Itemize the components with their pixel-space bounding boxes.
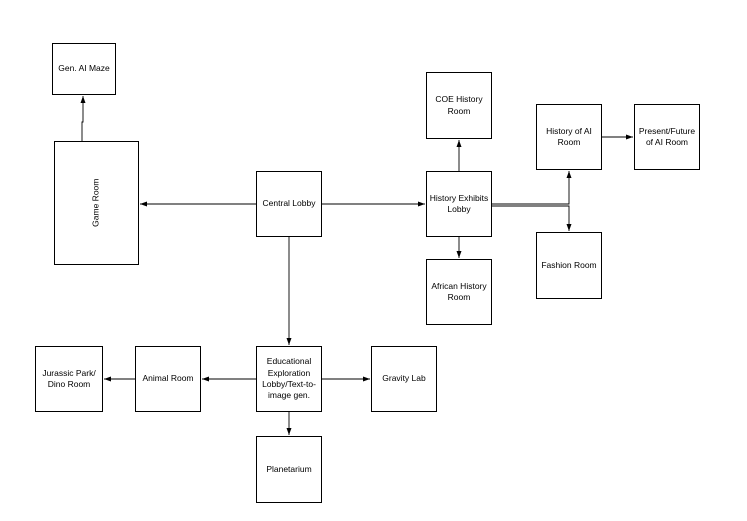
node-label: Jurassic Park/ Dino Room [42, 367, 96, 389]
edge-game-room-to-gen-ai-maze [80, 96, 86, 141]
node-label: COE History Room [435, 94, 483, 116]
edge-history-lobby-to-fashion-room [492, 205, 572, 231]
node-history-of-ai-room: History of AI Room [536, 104, 602, 170]
node-label: Central Lobby [262, 198, 316, 209]
node-gravity-lab: Gravity Lab [371, 346, 437, 412]
node-label: History of AI Room [546, 125, 592, 147]
node-game-room: Game Room [54, 141, 139, 265]
node-present-future-ai-room: Present/Future of AI Room [634, 104, 700, 170]
node-label: Game Room [90, 178, 101, 228]
node-central-lobby: Central Lobby [256, 171, 322, 237]
node-label: Planetarium [266, 463, 312, 474]
node-label: Gravity Lab [382, 373, 426, 384]
node-educational-exploration-lobby: Educational Exploration Lobby/Text-to- i… [256, 346, 322, 412]
node-coe-history-room: COE History Room [426, 72, 492, 139]
node-jurassic-park-dino-room: Jurassic Park/ Dino Room [35, 346, 103, 412]
node-history-exhibits-lobby: History Exhibits Lobby [426, 171, 492, 237]
node-fashion-room: Fashion Room [536, 232, 602, 299]
node-label: History Exhibits Lobby [429, 192, 489, 214]
node-label: Fashion Room [541, 259, 597, 270]
node-label: Present/Future of AI Room [638, 125, 696, 147]
edge-history-lobby-to-history-of-ai-room [492, 171, 572, 205]
node-label: Animal Room [142, 373, 194, 384]
node-gen-ai-maze: Gen. AI Maze [52, 43, 116, 95]
node-animal-room: Animal Room [135, 346, 201, 412]
node-african-history-room: African History Room [426, 259, 492, 325]
node-label: African History Room [431, 280, 487, 302]
node-label: Gen. AI Maze [58, 63, 110, 74]
node-label: Educational Exploration Lobby/Text-to- i… [262, 356, 316, 401]
node-planetarium: Planetarium [256, 436, 322, 503]
